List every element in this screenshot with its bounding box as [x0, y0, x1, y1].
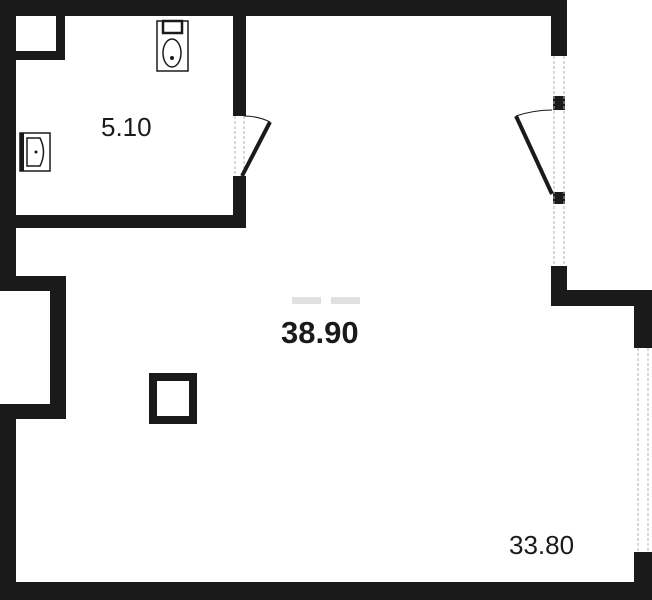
- partition-vertical-top: [233, 16, 246, 116]
- shaft-bottom: [16, 51, 65, 60]
- wall-left-lower: [0, 404, 16, 600]
- wall-right-pier-1: [553, 96, 565, 110]
- wall-left-upper: [0, 0, 16, 290]
- windows: [234, 56, 649, 552]
- wall-right-step-post: [634, 290, 652, 348]
- wall-notch-right: [50, 276, 66, 419]
- bathroom-door-leaf: [240, 121, 272, 177]
- bathroom-walls: [16, 16, 246, 228]
- total-area-label: 38.90: [281, 315, 359, 350]
- partition-horizontal: [16, 215, 246, 228]
- balcony-door-leaf: [514, 115, 554, 195]
- wall-right-top: [551, 0, 567, 56]
- wall-step: [551, 290, 652, 306]
- balcony-door-swing: [515, 109, 553, 117]
- wall-right-bottom-post: [634, 552, 652, 600]
- wall-top: [0, 0, 567, 16]
- bathroom-door-swing: [243, 115, 271, 123]
- doors: [240, 109, 554, 195]
- bathroom-area-label: 5.10: [101, 112, 152, 142]
- sink-icon: [19, 132, 51, 172]
- wall-bottom: [0, 582, 652, 600]
- main-room-area-label: 33.80: [509, 530, 574, 560]
- fixtures: [19, 19, 189, 172]
- wall-right-pier-2: [553, 192, 565, 204]
- area-marker: [292, 297, 360, 304]
- shaft-right: [56, 16, 65, 60]
- column: [149, 373, 197, 424]
- wall-notch-top: [0, 276, 66, 291]
- toilet-icon: [156, 19, 189, 72]
- wall-notch-bottom: [0, 404, 66, 419]
